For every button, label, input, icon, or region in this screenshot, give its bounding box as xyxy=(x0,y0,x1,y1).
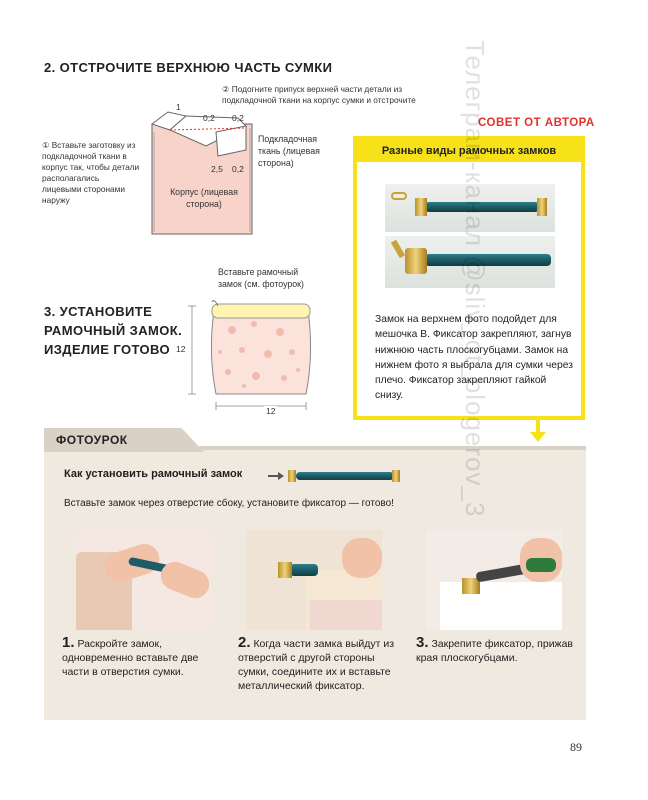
step-1: 1. Раскройте замок, одновременно вставьт… xyxy=(62,634,222,679)
clasp-bar-top xyxy=(425,202,539,212)
tip-arrow-icon xyxy=(530,432,546,442)
dim-2-5: 2,5 xyxy=(211,164,223,174)
fixer-pin-icon xyxy=(391,192,407,200)
tip-arrow-stem xyxy=(536,420,540,434)
clasp-hinge-left xyxy=(288,470,296,482)
photo-lesson-rule xyxy=(44,446,586,450)
note-fold-lining: ② Подогните припуск верхней части детали… xyxy=(222,84,416,105)
lesson-clasp-illustration xyxy=(268,470,402,482)
step-2-text: Когда части замка выйдут из отверстий с … xyxy=(238,638,395,692)
clasp-photo-bottom xyxy=(385,236,555,288)
dim-0-2-c: 0,2 xyxy=(232,164,244,174)
author-tip-text: Замок на верхнем фото подойдет для мешоч… xyxy=(375,314,573,402)
lining-label: Подкладочная ткань (лицевая сторона) xyxy=(258,134,320,168)
frame-callout: Вставьте рамочный замок (см. фотоурок) xyxy=(218,267,304,289)
lesson-intro: Вставьте замок через отверстие сбоку, ус… xyxy=(64,498,394,509)
step-1-photo xyxy=(76,530,212,630)
clasp-photo-top xyxy=(385,184,555,232)
clasp-bar xyxy=(296,472,394,480)
clasp-arrow-line xyxy=(268,475,280,477)
author-tip-heading: Разные виды рамочных замков xyxy=(357,140,581,162)
step-2: 2. Когда части замка выйдут из отверстий… xyxy=(238,634,398,693)
watermark: Телеграм-канал @sliv_ot_blogerov_3 xyxy=(460,40,510,760)
arrow-right-icon xyxy=(278,472,284,480)
watermark-text: Телеграм-канал @sliv_ot_blogerov_3 xyxy=(460,40,490,518)
clasp-hinge-left xyxy=(415,198,427,216)
bag-lining xyxy=(310,600,382,630)
clasp-rod xyxy=(290,564,318,576)
step-2-photo xyxy=(246,530,382,630)
clasp-bar-bottom xyxy=(425,254,551,266)
step-1-number: 1. xyxy=(62,634,75,651)
step-3-number: 3. xyxy=(416,634,429,651)
section-3-title: 3. УСТАНОВИТЕ РАМОЧНЫЙ ЗАМОК. ИЗДЕЛИЕ ГО… xyxy=(44,304,183,357)
bag-fabric xyxy=(440,582,562,630)
lesson-subtitle: Как установить рамочный замок xyxy=(64,468,243,480)
section-2-title: 2. ОТСТРОЧИТЕ ВЕРХНЮЮ ЧАСТЬ СУМКИ xyxy=(44,60,333,75)
step-3: 3. Закрепите фиксатор, прижав края плоск… xyxy=(416,634,576,665)
clasp-hinge-right xyxy=(537,198,547,216)
hand xyxy=(342,538,382,578)
clasp-hinge-right xyxy=(392,470,400,482)
note-insert-lining: ① Вставьте заготовку из подкладочной тка… xyxy=(42,140,140,205)
clasp-nut-left xyxy=(405,248,427,274)
body-label: Корпус (лицевая сторона) xyxy=(170,187,238,209)
right-hand xyxy=(156,557,212,603)
clasp-hinge xyxy=(462,578,480,594)
clasp-hinge xyxy=(278,562,292,578)
step-3-photo xyxy=(426,530,562,630)
step-1-text: Раскройте замок, одновременно вставьте д… xyxy=(62,638,199,678)
dim-height: 12 xyxy=(176,344,186,354)
finished-bag-drawing xyxy=(188,300,312,410)
pliers-handle xyxy=(526,558,556,572)
finished-bag-diagram xyxy=(184,294,324,418)
dim-width: 12 xyxy=(264,406,278,417)
page-number: 89 xyxy=(570,740,582,754)
bag-body-drawing xyxy=(150,111,253,235)
step-2-number: 2. xyxy=(238,634,251,651)
dim-1: 1 xyxy=(176,102,181,112)
step-3-text: Закрепите фиксатор, прижав края плоскогу… xyxy=(416,638,574,664)
author-tip-box: Разные виды рамочных замков Замок на вер… xyxy=(353,136,585,420)
bag-body-diagram xyxy=(146,106,258,236)
author-tip-label: СОВЕТ ОТ АВТОРА xyxy=(478,117,595,129)
clasp-screw-icon xyxy=(390,239,406,259)
dim-0-2-a: 0,2 xyxy=(203,113,215,123)
dim-0-2-b: 0,2 xyxy=(232,113,244,123)
